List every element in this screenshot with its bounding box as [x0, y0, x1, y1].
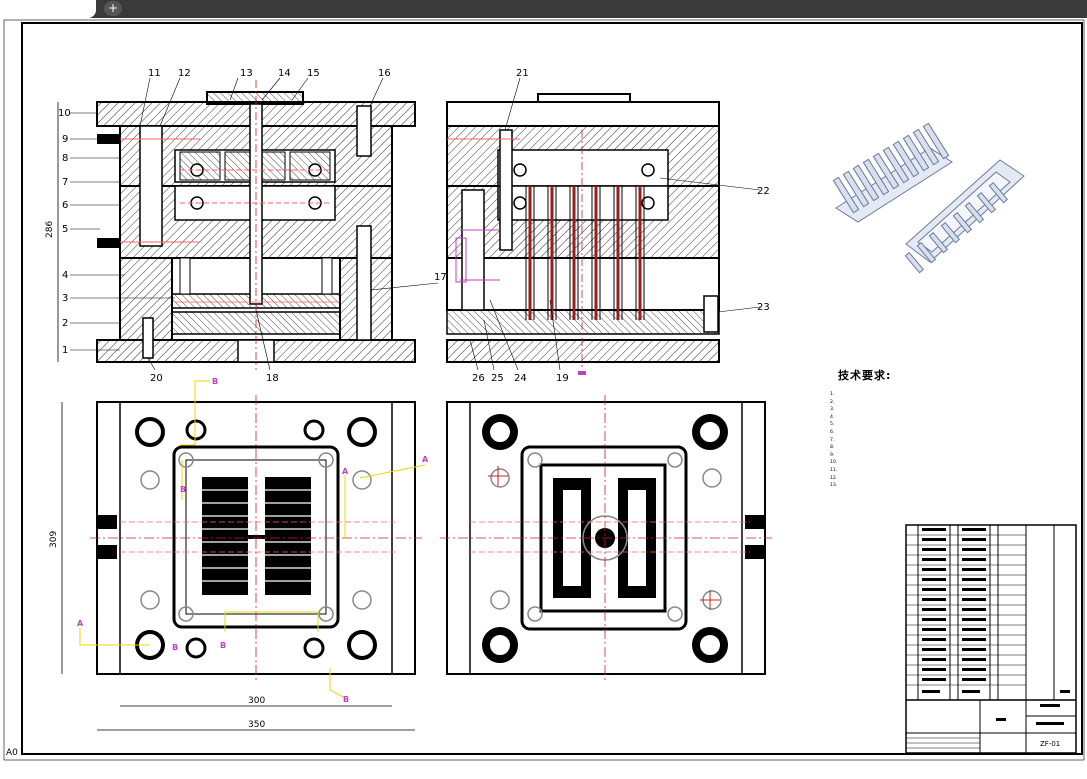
svg-text:24: 24	[514, 373, 527, 384]
svg-text:12: 12	[178, 68, 191, 79]
title-block: ZF-01	[905, 524, 1077, 754]
svg-text:18: 18	[266, 373, 279, 384]
plan-view-left: B B B B A A A B 309 300 350	[49, 377, 429, 731]
section-mark-b5: B	[172, 643, 178, 652]
part-isometric-sketch	[832, 122, 1025, 274]
section-mark-a1: A	[342, 467, 349, 476]
section-mark-a3: A	[77, 619, 84, 628]
new-tab-button[interactable]: +	[104, 1, 122, 16]
viewer-tab-bar: +	[0, 0, 1087, 18]
svg-text:2: 2	[62, 318, 68, 329]
svg-text:4: 4	[62, 270, 68, 281]
svg-text:14: 14	[278, 68, 291, 79]
requirement-line: 1.	[830, 392, 835, 397]
section-mark-a2: A	[422, 455, 429, 464]
drawing-code: ZF-01	[1040, 740, 1060, 748]
front-height-dim: 286	[45, 221, 55, 238]
plan-view-right	[440, 395, 772, 682]
plan-height-dim: 309	[49, 531, 59, 548]
svg-text:1: 1	[62, 345, 68, 356]
svg-text:17: 17	[434, 272, 447, 283]
svg-text:13: 13	[240, 68, 253, 79]
svg-text:22: 22	[757, 186, 770, 197]
svg-text:10: 10	[58, 108, 71, 119]
requirement-line: 10.	[830, 460, 838, 466]
svg-text:26: 26	[472, 373, 485, 384]
svg-text:19: 19	[556, 373, 569, 384]
section-mark-b3: B	[220, 641, 226, 650]
mold-drawing: 2 8 6 1 2 3 4 5 6 7 8 9 10 11 12 13 14 15 …	[3, 19, 1085, 761]
requirement-line: 13.	[830, 483, 838, 489]
plan-width-inner-dim: 300	[248, 696, 265, 706]
svg-text:23: 23	[757, 302, 770, 313]
requirement-line: 8.	[830, 445, 835, 451]
section-mark-b1: B	[212, 377, 218, 386]
section-mark-b4: B	[343, 695, 349, 704]
sheet-size-label: A0	[6, 748, 18, 758]
technical-requirements-list: 1. 2. 3. 4. 5. 6. 7. 8. 9. 10. 11. 12. 1…	[830, 391, 1080, 490]
svg-text:7: 7	[62, 177, 68, 188]
plan-width-outer-dim: 350	[248, 720, 265, 730]
sheet-border	[21, 22, 1083, 755]
svg-text:20: 20	[150, 373, 163, 384]
svg-text:16: 16	[378, 68, 391, 79]
requirement-line: 5.	[830, 422, 835, 428]
requirement-line: 7.	[830, 437, 835, 443]
side-section-view	[446, 93, 720, 370]
active-tab[interactable]	[0, 0, 96, 18]
requirement-line: 12.	[830, 475, 838, 481]
svg-text:3: 3	[62, 293, 68, 304]
svg-text:25: 25	[491, 373, 504, 384]
svg-text:5: 5	[62, 224, 68, 235]
technical-requirements-title: 技术要求:	[838, 369, 892, 382]
svg-text:8: 8	[62, 153, 68, 164]
requirement-line: 4.	[830, 414, 835, 420]
svg-text:9: 9	[62, 134, 68, 145]
side-part-labels: 21 22 23 24 25 26 19	[469, 68, 770, 384]
requirement-line: 11.	[830, 467, 838, 473]
svg-text:21: 21	[516, 68, 529, 79]
svg-text:6: 6	[62, 200, 68, 211]
requirement-line: 6.	[830, 429, 835, 435]
section-mark-b2: B	[180, 485, 186, 494]
svg-text:11: 11	[148, 68, 161, 79]
front-part-labels: 1 2 3 4 5 6 7 8 9 10 11 12 13 14 15 16 1…	[58, 68, 447, 384]
requirement-line: 3.	[830, 407, 835, 413]
svg-text:15: 15	[307, 68, 320, 79]
requirement-line: 2.	[830, 399, 835, 405]
front-section-view: 2 8 6	[45, 80, 416, 370]
requirement-line: 9.	[830, 452, 835, 458]
